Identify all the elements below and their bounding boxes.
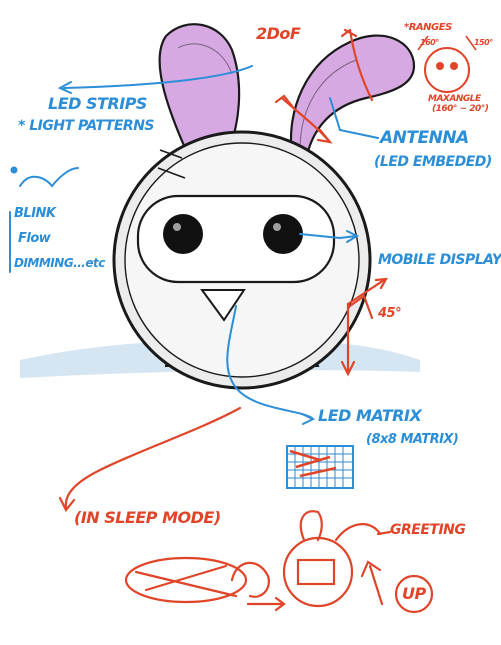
left-eye [163, 214, 203, 254]
greeting-label: GREETING [390, 522, 466, 538]
flow-label: Flow [18, 231, 51, 246]
max-angle-value: (160° ~ 20°) [432, 104, 489, 114]
blink-label: BLINK [14, 206, 56, 221]
dimming-label: DIMMING...etc [14, 256, 105, 270]
angle-right-label: 150° [474, 38, 493, 47]
light-patterns-label: * LIGHT PATTERNS [18, 118, 155, 134]
up-label: UP [402, 584, 426, 603]
right-eye [263, 214, 303, 254]
sleep-mode-label: (IN SLEEP MODE) [74, 508, 221, 527]
led-strips-label: LED STRIPS [48, 94, 147, 113]
tilt-angle-label: 45° [378, 306, 402, 321]
left-ear [158, 23, 241, 160]
dof-label: 2DoF [256, 24, 301, 43]
ranges-label: *RANGES [404, 22, 452, 33]
mobile-display-label: MOBILE DISPLAY [378, 252, 501, 268]
arrow-antenna [329, 97, 379, 139]
arrow-mobile-display [299, 233, 357, 240]
sleep-mode-sketch [124, 556, 248, 604]
matrix-size-label: (8x8 MATRIX) [366, 432, 459, 447]
arrow-led-strips [63, 65, 253, 89]
right-antenna-ear [289, 34, 416, 162]
ranges-face-sketch [424, 47, 470, 93]
led-matrix-grid [286, 445, 354, 489]
arrow-led-matrix [226, 305, 313, 419]
led-embedded-label: (LED EMBEDED) [374, 154, 492, 170]
angle-left-label: 160° [420, 38, 439, 47]
led-matrix-label: LED MATRIX [318, 406, 422, 425]
greeting-sketch [282, 536, 354, 608]
beak [200, 289, 246, 322]
max-angle-label: MAXANGLE [428, 94, 481, 104]
up-circle [394, 574, 434, 614]
dof-rotation-arrow [274, 94, 294, 108]
arrow-sleep-mode [64, 406, 242, 510]
antenna-label: ANTENNA [380, 128, 469, 148]
